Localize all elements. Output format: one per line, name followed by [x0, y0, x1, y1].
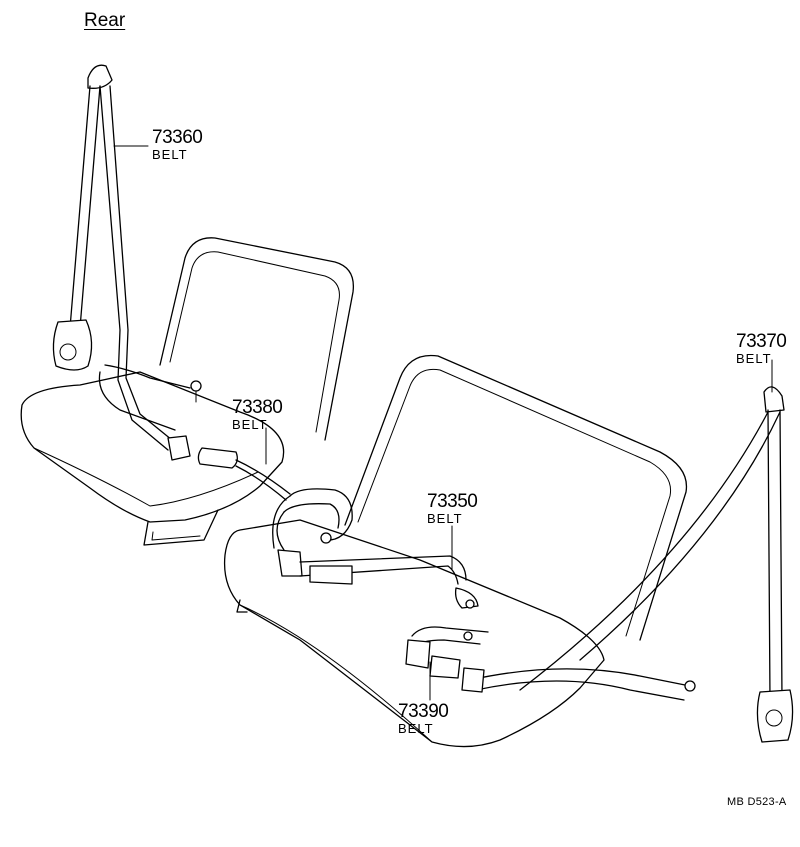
- part-number: 73360: [152, 127, 203, 148]
- callout-73350: 73350 BELT: [427, 491, 478, 526]
- part-number: 73380: [232, 397, 283, 418]
- belt-73390-shape: [405, 626, 489, 679]
- part-description: BELT: [736, 351, 772, 366]
- part-number: 73350: [427, 491, 478, 512]
- part-number: 73390: [398, 701, 449, 722]
- belt-73370-shape: [461, 386, 794, 743]
- leader-lines: [113, 145, 773, 701]
- belt-73360-shape: [52, 64, 202, 461]
- drawing-code: MB D523-A: [727, 796, 787, 808]
- part-description: BELT: [427, 511, 463, 526]
- callout-73370: 73370 BELT: [736, 331, 787, 366]
- part-number: 73370: [736, 331, 787, 352]
- view-heading: Rear: [84, 10, 126, 31]
- left-seat: [20, 237, 355, 546]
- callout-73390: 73390 BELT: [398, 701, 449, 736]
- callout-73360: 73360 BELT: [152, 127, 203, 162]
- right-seat: [223, 354, 688, 748]
- part-description: BELT: [398, 721, 434, 736]
- part-description: BELT: [152, 147, 188, 162]
- part-description: BELT: [232, 417, 268, 432]
- belt-73380-shape: [197, 447, 291, 501]
- belt-73350-shape: [272, 488, 479, 609]
- callout-73380: 73380 BELT: [232, 397, 283, 432]
